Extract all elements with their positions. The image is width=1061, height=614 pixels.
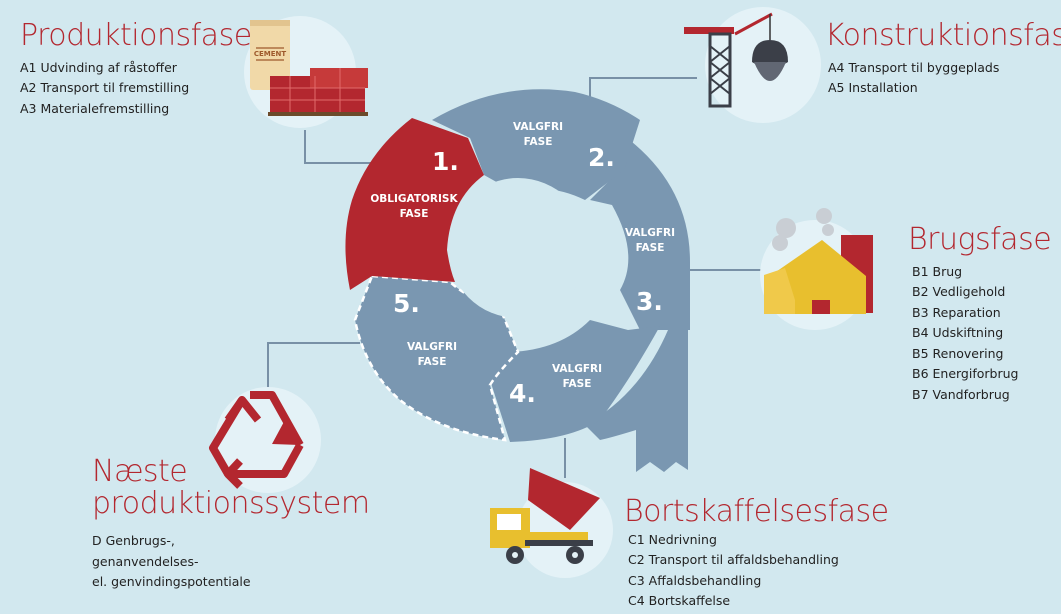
segment-labels: 1. OBLIGATORISK FASE 2. VALGFRI FASE 3. … bbox=[370, 121, 675, 408]
naeste-title-line2: produktionssystem bbox=[92, 485, 370, 521]
segment-1-label-line2: FASE bbox=[400, 208, 429, 220]
brug-block: Brugsfase B1 Brug B2 Vedligehold B3 Repa… bbox=[908, 224, 1058, 406]
segment-3-shape bbox=[585, 142, 690, 472]
list-item: A1 Udvinding af råstoffer bbox=[20, 59, 177, 75]
bortskaffelse-block: Bortskaffelsesfase C1 Nedrivning C2 Tran… bbox=[624, 496, 1044, 612]
bortskaffelse-title: Bortskaffelsesfase bbox=[624, 494, 889, 529]
segment-1-number: 1. bbox=[432, 147, 459, 176]
segment-2-label-line2: FASE bbox=[524, 136, 553, 148]
list-item: A5 Installation bbox=[828, 80, 918, 96]
brug-items: B1 Brug B2 Vedligehold B3 Reparation B4 … bbox=[908, 262, 1058, 406]
list-item: el. genvindingspotentiale bbox=[92, 574, 251, 590]
dump-truck-icon bbox=[490, 468, 600, 564]
connector-naeste bbox=[267, 342, 360, 390]
bortskaffelse-items: C1 Nedrivning C2 Transport til affaldsbe… bbox=[624, 530, 1044, 612]
icon-circle-naeste bbox=[215, 387, 321, 493]
segment-4-label-line1: VALGFRI bbox=[552, 363, 602, 375]
segment-5-number: 5. bbox=[393, 289, 420, 318]
produktion-items: A1 Udvinding af råstoffer A2 Transport t… bbox=[20, 58, 260, 120]
list-item: B2 Vedligehold bbox=[912, 284, 1006, 300]
list-item: B1 Brug bbox=[912, 263, 963, 279]
naeste-title-line1: Næste bbox=[92, 454, 188, 489]
segment-2-number: 2. bbox=[588, 143, 615, 172]
segment-3-label-line1: VALGFRI bbox=[625, 227, 675, 239]
segment-4-number: 4. bbox=[509, 379, 536, 408]
konstruktion-items: A4 Transport til byggeplads A5 Installat… bbox=[825, 58, 1057, 99]
cycle-center bbox=[448, 178, 588, 318]
svg-text:CEMENT: CEMENT bbox=[254, 50, 287, 58]
segment-4-shape bbox=[490, 320, 660, 442]
brug-title: Brugsfase bbox=[908, 222, 1052, 257]
segment-3-label-line2: FASE bbox=[636, 242, 665, 254]
list-item: genanvendelses- bbox=[92, 553, 199, 569]
list-item: B5 Renovering bbox=[912, 345, 1004, 361]
cement-bricks-icon: CEMENT bbox=[250, 20, 368, 116]
connector-produktion bbox=[304, 130, 390, 164]
list-item: C4 Bortskaffelse bbox=[628, 593, 731, 609]
segment-2-label-line1: VALGFRI bbox=[513, 121, 563, 133]
segment-3-number: 3. bbox=[636, 287, 663, 316]
segment-4-label-line2: FASE bbox=[563, 378, 592, 390]
list-item: B7 Vandforbrug bbox=[912, 387, 1010, 403]
segment-1-label-line1: OBLIGATORISK bbox=[370, 193, 458, 205]
konstruktion-block: Konstruktionsfase A4 Transport til bygge… bbox=[825, 18, 1061, 99]
segment-5-label-line1: VALGFRI bbox=[407, 341, 457, 353]
list-item: B3 Reparation bbox=[912, 304, 1001, 320]
segment-2-shape bbox=[432, 89, 640, 200]
list-item: C1 Nedrivning bbox=[628, 531, 717, 547]
list-item: C2 Transport til affaldsbehandling bbox=[628, 552, 839, 568]
list-item: D Genbrugs-, bbox=[92, 533, 175, 548]
produktion-block: Produktionsfase A1 Udvinding af råstoffe… bbox=[20, 20, 260, 119]
naeste-items: D Genbrugs-, genanvendelses- el. genvind… bbox=[92, 531, 372, 593]
recycle-icon bbox=[209, 391, 304, 489]
list-item: A2 Transport til fremstilling bbox=[20, 80, 190, 96]
list-item: B4 Udskiftning bbox=[912, 325, 1004, 341]
cycle-ring bbox=[345, 89, 690, 472]
house-icon bbox=[764, 208, 873, 314]
segment-5-label-line2: FASE bbox=[418, 356, 447, 368]
crane-icon bbox=[684, 12, 788, 108]
naeste-block: Næste produktionssystem D Genbrugs-, gen… bbox=[92, 456, 372, 593]
list-item: B6 Energiforbrug bbox=[912, 366, 1019, 382]
list-item: A4 Transport til byggeplads bbox=[828, 59, 1000, 75]
list-item: A3 Materialefremstilling bbox=[20, 100, 170, 116]
connector-konstruktion bbox=[589, 77, 697, 100]
connector-lines bbox=[267, 77, 770, 478]
konstruktion-title: Konstruktionsfase bbox=[825, 18, 1061, 53]
segment-1-shape bbox=[345, 118, 484, 290]
list-item: C3 Affaldsbehandling bbox=[628, 572, 762, 588]
produktion-title: Produktionsfase bbox=[20, 18, 252, 53]
